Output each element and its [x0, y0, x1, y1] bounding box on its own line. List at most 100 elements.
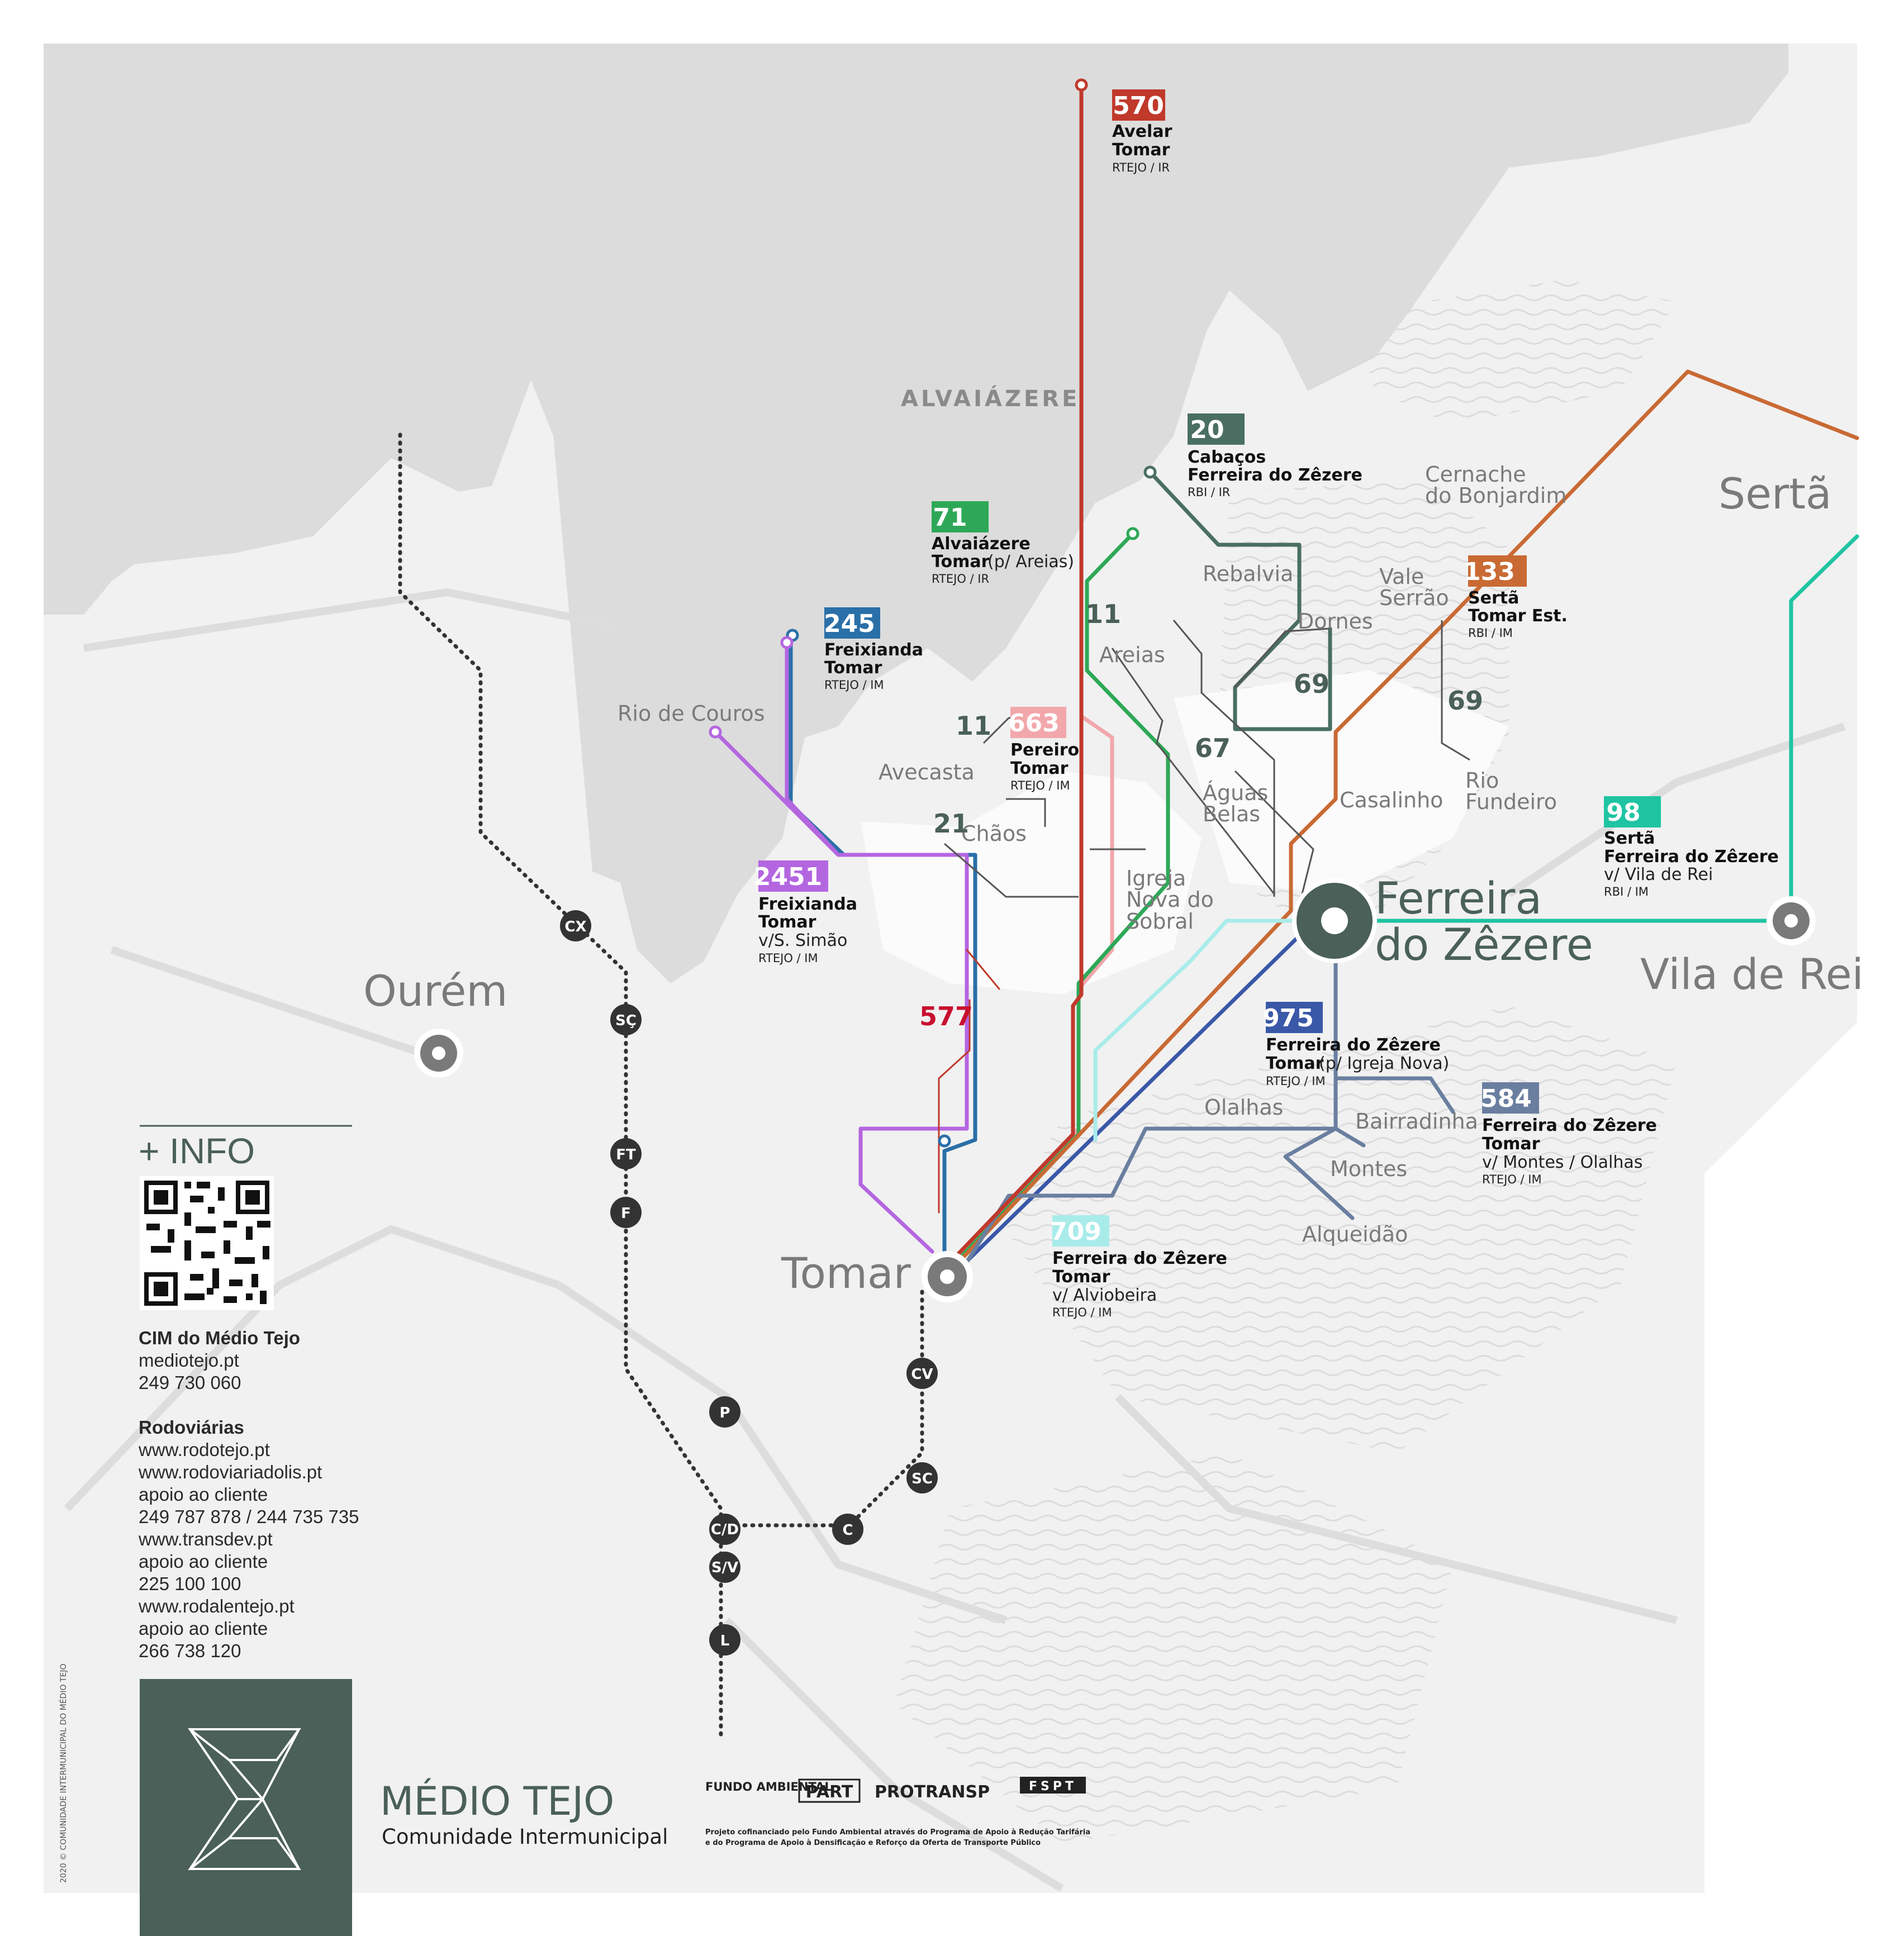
- route-badge-709: 709 Ferreira do Zêzere Tomar v/ Alviobei…: [1050, 1215, 1227, 1319]
- station-c: C: [832, 1514, 863, 1545]
- svg-text:Avecasta: Avecasta: [879, 760, 975, 784]
- svg-text:Sobral: Sobral: [1126, 909, 1194, 934]
- svg-text:Águas: Águas: [1203, 781, 1268, 805]
- svg-text:577: 577: [919, 1001, 973, 1031]
- svg-text:69: 69: [1294, 669, 1330, 699]
- svg-text:Freixianda: Freixianda: [758, 895, 857, 914]
- station-f: F: [610, 1197, 642, 1228]
- svg-text:Belas: Belas: [1203, 802, 1260, 826]
- svg-text:Ferreira do Zêzere: Ferreira do Zêzere: [1052, 1249, 1227, 1268]
- river-texture-3: [1352, 279, 1677, 425]
- svg-text:Alvaiázere: Alvaiázere: [932, 534, 1031, 554]
- customer-support-phone: 225 100 100: [139, 1573, 241, 1594]
- svg-text:Ferreira do Zêzere: Ferreira do Zêzere: [1266, 1035, 1441, 1055]
- customer-support-label: apoio ao cliente: [139, 1618, 268, 1639]
- svg-text:CX: CX: [564, 919, 586, 935]
- svg-text:RTEJO / IM: RTEJO / IM: [758, 952, 818, 965]
- svg-text:RTEJO / IM: RTEJO / IM: [1052, 1306, 1112, 1319]
- station-sv: S/V: [709, 1552, 740, 1583]
- svg-text:709: 709: [1050, 1217, 1101, 1246]
- funding-note-1: Projeto cofinanciado pelo Fundo Ambienta…: [705, 1828, 1090, 1837]
- svg-text:RTEJO / IM: RTEJO / IM: [824, 678, 884, 692]
- customer-support-phone: 249 787 878 / 244 735 735: [139, 1506, 359, 1527]
- svg-text:Sertã: Sertã: [1468, 588, 1519, 608]
- svg-text:Tomar: Tomar: [758, 912, 816, 932]
- route-badge-20: 20 Cabaços Ferreira do Zêzere RBI / IR: [1188, 413, 1362, 499]
- route-line-584: [958, 919, 1455, 1275]
- town-label-vila-de-rei: Vila de Rei: [1640, 949, 1864, 999]
- station-cv: CV: [906, 1358, 938, 1389]
- svg-text:21: 21: [933, 808, 969, 839]
- customer-support-label: apoio ao cliente: [139, 1484, 268, 1505]
- operator-site-rodoviariadolis[interactable]: www.rodoviariadolis.pt: [139, 1462, 322, 1482]
- customer-support-label: apoio ao cliente: [139, 1551, 268, 1572]
- svg-text:20: 20: [1190, 416, 1224, 444]
- svg-text:69: 69: [1447, 686, 1483, 716]
- place-labels: Rio de Couros Avecasta Chãos Areias Reba…: [618, 462, 1566, 1247]
- local-connectors: [944, 620, 1470, 898]
- route-badge-98: 98 Sertã Ferreira do Zêzere v/ Vila de R…: [1604, 796, 1779, 898]
- svg-text:2451: 2451: [754, 863, 822, 891]
- svg-text:98: 98: [1606, 798, 1640, 827]
- svg-text:570: 570: [1113, 92, 1164, 120]
- route-line-98: [1339, 534, 1859, 923]
- svg-text:Serrão: Serrão: [1379, 586, 1449, 610]
- svg-text:Tomar Est.: Tomar Est.: [1468, 606, 1568, 626]
- svg-text:Casalinho: Casalinho: [1340, 788, 1443, 812]
- brand-subtitle: Comunidade Intermunicipal: [382, 1825, 668, 1849]
- svg-text:(p/ Igreja Nova): (p/ Igreja Nova): [1319, 1054, 1449, 1073]
- info-heading: + INFO: [139, 1131, 255, 1171]
- svg-text:Fundeiro: Fundeiro: [1465, 789, 1557, 814]
- svg-text:Montes: Montes: [1330, 1157, 1407, 1181]
- station-l: L: [709, 1624, 740, 1656]
- station-p: P: [709, 1396, 740, 1428]
- route-badge-975: 975 Ferreira do Zêzere Tomar (p/ Igreja …: [1262, 1002, 1449, 1088]
- svg-text:Tomar: Tomar: [932, 552, 990, 572]
- svg-text:FT: FT: [616, 1147, 636, 1163]
- town-label-ferreira-1: Ferreira: [1375, 874, 1542, 924]
- svg-text:RTEJO / IR: RTEJO / IR: [1112, 161, 1170, 174]
- org-phone: 249 730 060: [139, 1372, 241, 1393]
- route-line-133: [951, 369, 1859, 1271]
- svg-text:Alqueidão: Alqueidão: [1302, 1222, 1408, 1247]
- svg-text:584: 584: [1480, 1084, 1532, 1113]
- town-label-ferreira-2: do Zêzere: [1375, 920, 1593, 971]
- svg-text:663: 663: [1008, 709, 1060, 738]
- svg-text:SC: SC: [911, 1471, 933, 1487]
- svg-text:Tomar: Tomar: [1482, 1134, 1540, 1154]
- route-badge-663: 663 Pereiro Tomar RTEJO / IM: [1008, 707, 1079, 792]
- svg-text:Igreja: Igreja: [1126, 866, 1186, 891]
- operator-site-rodalentejo[interactable]: www.rodalentejo.pt: [139, 1596, 295, 1616]
- svg-text:P: P: [719, 1405, 730, 1421]
- route-badge-584: 584 Ferreira do Zêzere Tomar v/ Montes /…: [1480, 1082, 1657, 1186]
- svg-text:Chãos: Chãos: [961, 821, 1027, 846]
- svg-text:FSPT: FSPT: [1029, 1780, 1077, 1794]
- org-site-link[interactable]: mediotejo.pt: [139, 1350, 239, 1371]
- region-label-alvaiazere: ALVAIÁZERE: [901, 385, 1080, 412]
- svg-text:SÇ: SÇ: [615, 1012, 637, 1029]
- town-label-tomar: Tomar: [781, 1248, 911, 1298]
- station-sc-1: SÇ: [610, 1004, 642, 1035]
- alvaiazere-area: [44, 44, 1788, 983]
- svg-text:11: 11: [1085, 599, 1121, 629]
- customer-support-phone: 266 738 120: [139, 1640, 241, 1661]
- route-badge-245: 245 Freixianda Tomar RTEJO / IM: [824, 607, 923, 692]
- svg-text:CV: CV: [911, 1366, 933, 1383]
- svg-text:Bairradinha: Bairradinha: [1355, 1109, 1478, 1134]
- operator-site-rodotejo[interactable]: www.rodotejo.pt: [139, 1439, 270, 1460]
- route-badge-2451: 2451 Freixianda Tomar v/S. Simão RTEJO /…: [754, 860, 857, 965]
- operator-site-transdev[interactable]: www.transdev.pt: [139, 1529, 273, 1549]
- route-570-line-red: [943, 85, 1084, 1270]
- svg-text:Vale: Vale: [1379, 564, 1424, 589]
- svg-text:RTEJO / IM: RTEJO / IM: [1266, 1074, 1326, 1088]
- svg-text:RBI / IM: RBI / IM: [1604, 885, 1649, 898]
- svg-text:FUNDO AMBIENTAL: FUNDO AMBIENTAL: [705, 1780, 832, 1794]
- station-cd: C/D: [709, 1514, 740, 1545]
- svg-text:Tomar: Tomar: [1010, 759, 1069, 778]
- svg-text:Tomar: Tomar: [824, 658, 882, 678]
- route-line-709: [1093, 919, 1304, 1142]
- local-line-labels: 11 11 21 67 69 69 577: [919, 599, 1483, 1031]
- svg-text:Avelar: Avelar: [1112, 122, 1172, 141]
- svg-text:v/ Alviobeira: v/ Alviobeira: [1052, 1286, 1157, 1305]
